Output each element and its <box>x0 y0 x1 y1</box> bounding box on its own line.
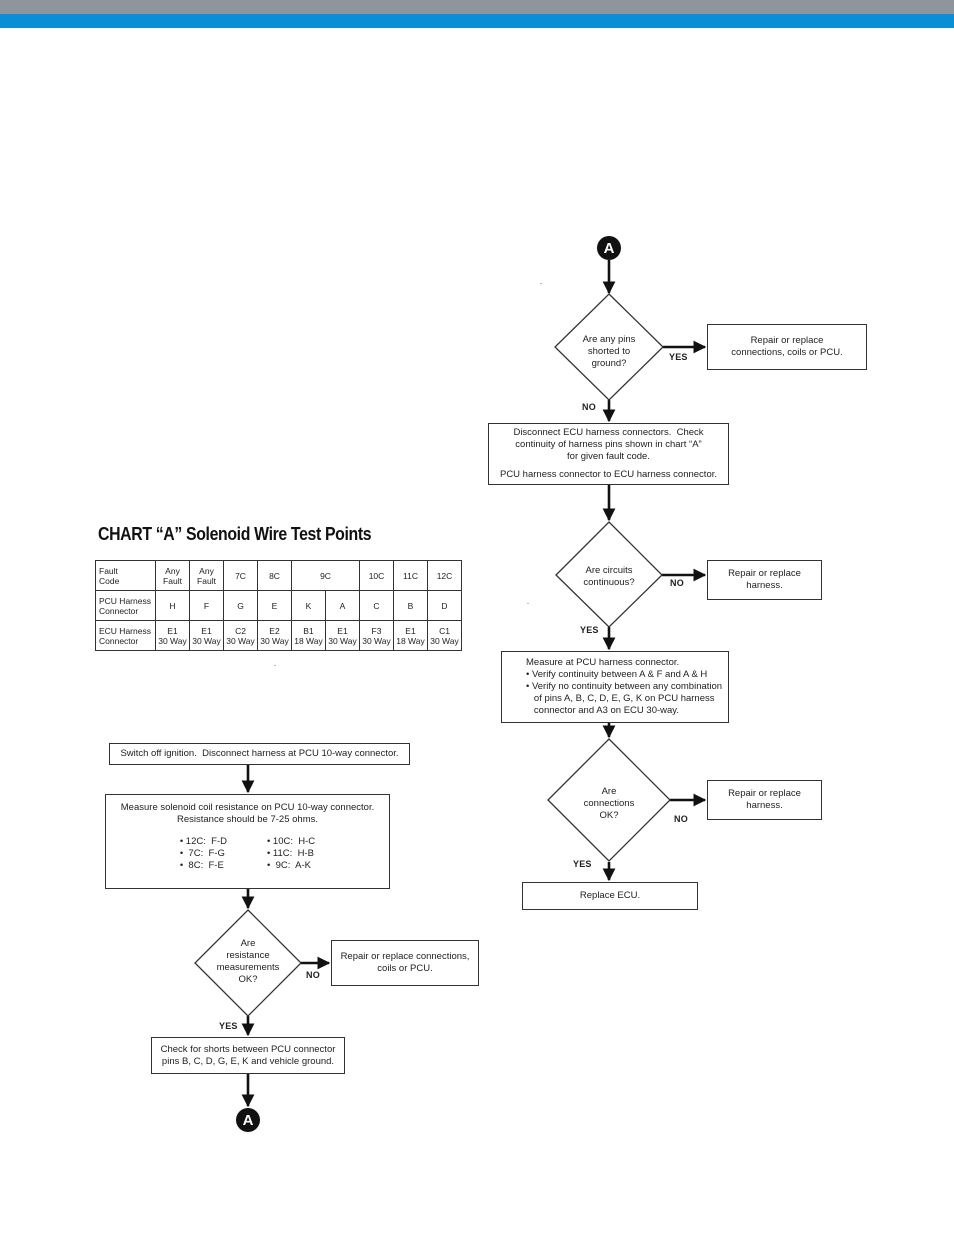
yes-label-left: YES <box>219 1021 238 1031</box>
scan-speck <box>527 603 529 604</box>
scan-speck <box>274 665 276 666</box>
table-cell: G <box>223 590 258 621</box>
table-cell: F <box>189 590 224 621</box>
table-cell: E <box>257 590 292 621</box>
pin-list-right: • 10C: H-C • 11C: H-B • 9C: A-K <box>266 836 316 871</box>
decision-diamond-circuits <box>555 521 663 628</box>
table-cell: 8C <box>257 560 292 591</box>
yes-label-d3: YES <box>573 859 592 869</box>
connector-a-bottom: A <box>236 1108 260 1132</box>
table-cell: 12C <box>427 560 462 591</box>
pin-list-left: • 12C: F-D • 7C: F-G • 8C: F-E <box>179 836 227 871</box>
table-cell: 9C <box>291 560 360 591</box>
switch-off-ignition-box: Switch off ignition. Disconnect harness … <box>109 743 410 765</box>
replace-ecu-box: Replace ECU. <box>522 882 698 910</box>
header-gray-bar <box>0 0 954 14</box>
no-label-d1: NO <box>582 402 596 412</box>
table-cell: D <box>427 590 462 621</box>
yes-label-d2: YES <box>580 625 599 635</box>
decision-label-pins-shorted: Are any pins shorted to ground? <box>582 334 636 369</box>
measure-resistance-box: Measure solenoid coil resistance on PCU … <box>105 794 390 889</box>
decision-diamond-pins-shorted <box>554 293 664 401</box>
no-label-d2: NO <box>670 578 684 588</box>
connector-a-top: A <box>597 236 621 260</box>
repair-connections-box: Repair or replace connections, coils or … <box>707 324 867 370</box>
decision-label-resistance: Are resistance measurements OK? <box>216 938 280 985</box>
table-cell: C <box>359 590 394 621</box>
header-blue-bar <box>0 14 954 28</box>
table-cell: 11C <box>393 560 428 591</box>
table-cell: 10C <box>359 560 394 591</box>
disconnect-ecu-box: Disconnect ECU harness connectors. Check… <box>488 423 729 485</box>
no-label-d3: NO <box>674 814 688 824</box>
chart-a-title: CHART “A” Solenoid Wire Test Points <box>98 524 372 544</box>
repair-harness-box-2: Repair or replace harness. <box>707 780 822 820</box>
measure-pcu-box: Measure at PCU harness connector. • Veri… <box>501 651 729 723</box>
decision-label-circuits: Are circuits continuous? <box>583 565 635 588</box>
table-cell: K <box>291 590 326 621</box>
pin-list: • 12C: F-D • 7C: F-G • 8C: F-E • 10C: H-… <box>180 836 315 872</box>
decision-diamond-resistance <box>194 909 302 1017</box>
decision-label-connections: Are connections OK? <box>583 786 635 821</box>
no-label-left: NO <box>306 970 320 980</box>
yes-label-d1: YES <box>669 352 688 362</box>
table-cell: H <box>155 590 190 621</box>
repair-coils-box: Repair or replace connections, coils or … <box>331 940 479 986</box>
table-cell: A <box>325 590 360 621</box>
table-cell: B <box>393 590 428 621</box>
check-shorts-box: Check for shorts between PCU connector p… <box>151 1037 345 1074</box>
scan-speck <box>540 283 542 284</box>
table-cell: 7C <box>223 560 258 591</box>
decision-diamond-connections <box>547 738 671 862</box>
repair-harness-box-1: Repair or replace harness. <box>707 560 822 600</box>
